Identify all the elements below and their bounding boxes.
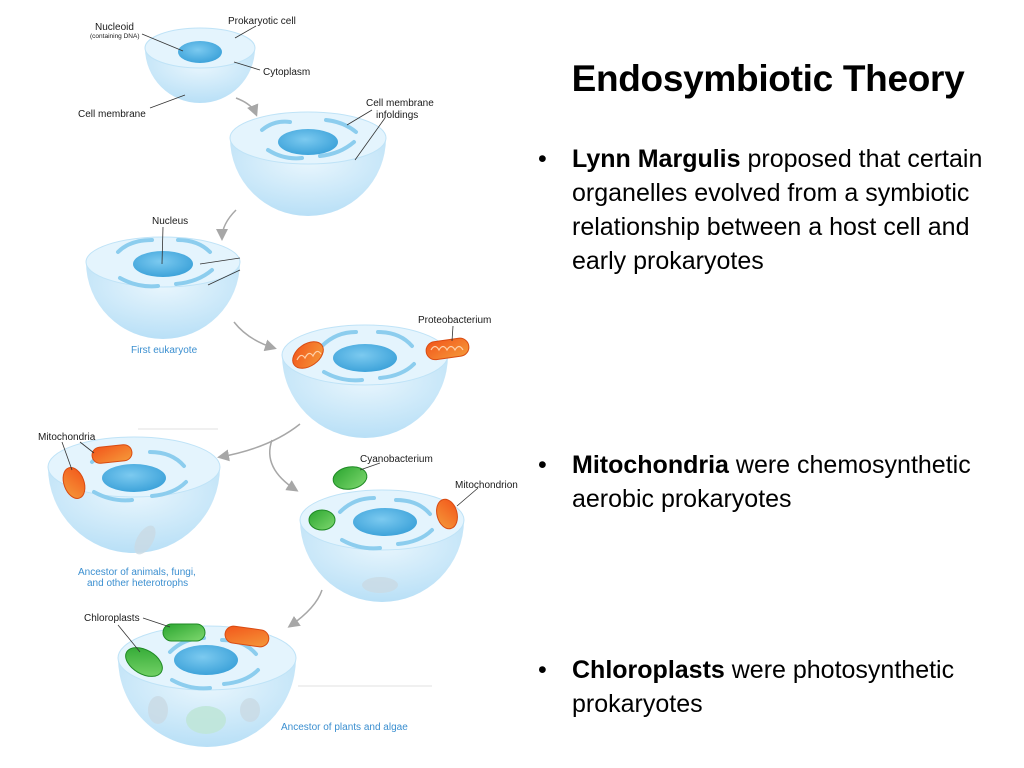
bullet-text: were chemosynthetic aerobic prokaryotes (572, 451, 971, 513)
label-first-eukaryote: First eukaryote (131, 345, 198, 356)
label-prokaryotic-cell: Prokaryotic cell (228, 16, 296, 27)
bullet-lynn-margulis: • Lynn Margulis proposed that certain or… (538, 142, 1008, 278)
first-eukaryote-cell (85, 236, 241, 339)
infolding-cell (229, 111, 387, 216)
bullet-term: Chloroplasts (572, 656, 725, 684)
cyanobacterium (332, 466, 368, 490)
bullet-dot: • (538, 145, 547, 173)
mitochondria-heterotroph (62, 444, 133, 499)
label-nucleoid: Nucleoid (95, 22, 134, 33)
label-plants-algae: Ancestor of plants and algae (281, 722, 408, 733)
chloroplasts (125, 623, 206, 677)
label-cyanobacterium: Cyanobacterium (360, 454, 433, 465)
bullet-term: Lynn Margulis (572, 145, 741, 173)
proteobacterium (425, 337, 470, 361)
bullet-text: were photosynthetic prokaryotes (572, 656, 955, 718)
bullet-dot: • (538, 656, 547, 684)
chloroplast-inside (308, 509, 336, 531)
label-nucleus: Nucleus (152, 216, 188, 227)
mitochondrion-cyano-cell (436, 498, 458, 530)
bullet-text: proposed that certain organelles evolved… (572, 145, 983, 275)
prokaryotic-cell (144, 27, 256, 103)
bullet-chloroplasts: • Chloroplasts were photosynthetic proka… (538, 653, 1008, 721)
label-membrane-infoldings-2: infoldings (376, 110, 418, 121)
cyanobacterium-engulfing-cell (299, 489, 465, 602)
engulfing-cell (281, 324, 449, 438)
label-cytoplasm: Cytoplasm (263, 67, 310, 78)
label-heterotroph-2: and other heterotrophs (87, 578, 188, 589)
bullet-mitochondria: • Mitochondria were chemosynthetic aerob… (538, 448, 1008, 516)
mitochondria-plant (224, 625, 270, 648)
label-mitochondria: Mitochondria (38, 432, 96, 443)
plant-ancestor-cell (117, 625, 297, 747)
nucleoid (178, 41, 222, 63)
label-membrane-infoldings-1: Cell membrane (366, 98, 434, 109)
label-heterotroph-1: Ancestor of animals, fungi, (78, 567, 196, 578)
mitochondrion-inside (292, 341, 324, 369)
endosymbiosis-diagram: Nucleoid (containing DNA) Prokaryotic ce… (38, 16, 518, 747)
label-nucleoid-sub: (containing DNA) (90, 33, 140, 40)
label-chloroplasts: Chloroplasts (84, 613, 140, 624)
label-cell-membrane: Cell membrane (78, 109, 146, 120)
label-mitochondrion: Mitochondrion (455, 480, 518, 491)
bullet-term: Mitochondria (572, 451, 729, 479)
bullet-dot: • (538, 451, 547, 479)
heterotroph-cell (47, 436, 221, 555)
label-proteobacterium: Proteobacterium (418, 315, 491, 326)
slide-title: Endosymbiotic Theory (571, 58, 965, 99)
